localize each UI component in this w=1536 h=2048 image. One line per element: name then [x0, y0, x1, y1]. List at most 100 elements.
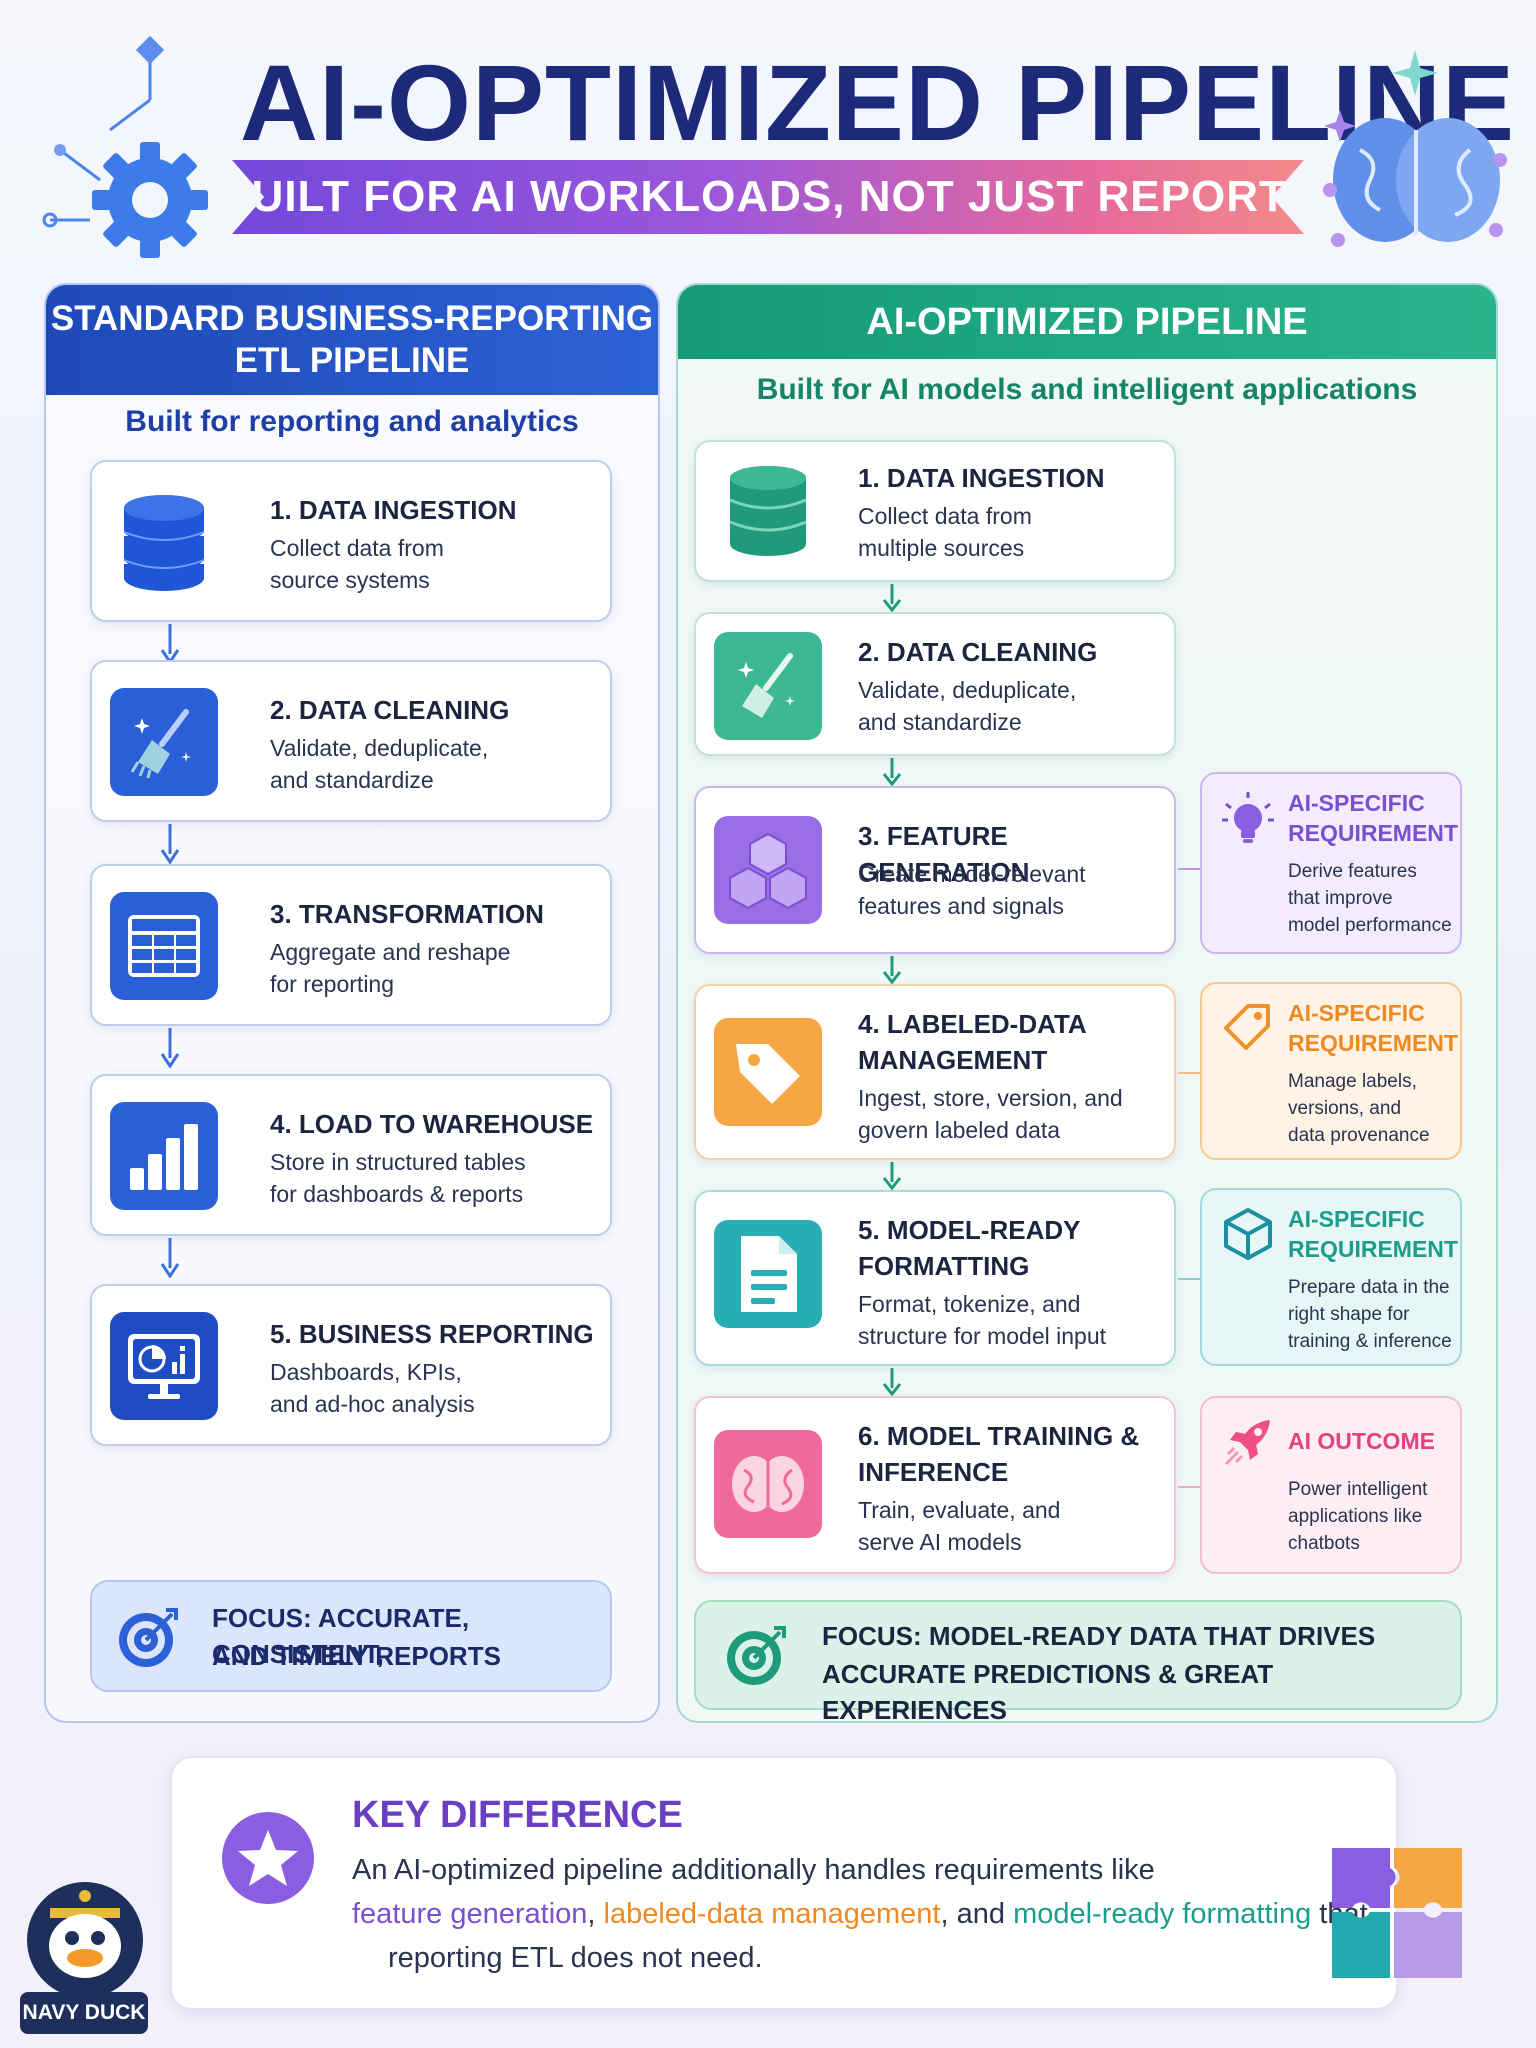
- gear-icon: [42, 35, 208, 258]
- left-arrow-1: [160, 624, 180, 664]
- side-desc-2c: data provenance: [1288, 1125, 1430, 1146]
- left-step-desc-1b: source systems: [270, 567, 430, 593]
- left-step-title-2: 2. DATA CLEANING: [270, 695, 510, 725]
- left-step-desc-2b: and standardize: [270, 767, 434, 793]
- right-step-title-6b: INFERENCE: [858, 1457, 1009, 1487]
- header-brain-decoration: [1320, 40, 1510, 250]
- right-step-title-4b: MANAGEMENT: [858, 1045, 1048, 1075]
- right-step-card-6: 6. MODEL TRAINING & INFERENCE Train, eva…: [694, 1396, 1176, 1574]
- right-focus-box: FOCUS: MODEL-READY DATA THAT DRIVES ACCU…: [694, 1600, 1462, 1725]
- right-arrow-1: [882, 584, 902, 612]
- brain-icon: [1323, 50, 1507, 247]
- connector-4: [1178, 1072, 1200, 1074]
- right-step-title-6a: 6. MODEL TRAINING &: [858, 1421, 1140, 1451]
- side-box-requirement-3: AI-SPECIFIC REQUIREMENT Prepare data in …: [1200, 1188, 1462, 1366]
- side-desc-1a: Derive features: [1288, 861, 1417, 882]
- right-step-card-4: 4. LABELED-DATA MANAGEMENT Ingest, store…: [694, 984, 1176, 1160]
- right-step-title-4a: 4. LABELED-DATA: [858, 1009, 1087, 1039]
- document-icon: [714, 1220, 822, 1328]
- standard-etl-header: STANDARD BUSINESS-REPORTING ETL PIPELINE: [46, 285, 658, 395]
- broom-icon: [110, 688, 218, 796]
- right-step-card-2: 2. DATA CLEANING Validate, deduplicate, …: [694, 612, 1176, 756]
- side-box-outcome: AI OUTCOME Power intelligent application…: [1200, 1396, 1462, 1574]
- page-title: AI-OPTIMIZED PIPELINE: [240, 42, 1516, 163]
- right-step-title-5b: FORMATTING: [858, 1251, 1030, 1281]
- side-box-requirement-1: AI-SPECIFIC REQUIREMENT Derive features …: [1200, 772, 1462, 954]
- left-step-desc-5b: and ad-hoc analysis: [270, 1391, 475, 1417]
- left-step-card-1: 1. DATA INGESTION Collect data from sour…: [90, 460, 612, 622]
- standard-etl-title-line2: ETL PIPELINE: [234, 341, 470, 380]
- side-title-1b: REQUIREMENT: [1288, 820, 1458, 846]
- side-title-3b: REQUIREMENT: [1288, 1236, 1458, 1262]
- tag-icon: [714, 1018, 822, 1126]
- standard-etl-title-line1: STANDARD BUSINESS-REPORTING: [50, 299, 654, 338]
- right-step-desc-6a: Train, evaluate, and: [858, 1497, 1061, 1523]
- key-difference-line3: reporting ETL does not need.: [388, 1942, 763, 1974]
- side-title-2a: AI-SPECIFIC: [1288, 1000, 1425, 1026]
- target-icon: [724, 1624, 788, 1688]
- left-step-desc-3a: Aggregate and reshape: [270, 939, 511, 965]
- side-title-1a: AI-SPECIFIC: [1288, 790, 1425, 816]
- broom-icon: [714, 632, 822, 740]
- connector-3: [1178, 868, 1200, 870]
- navy-duck-mascot: [20, 1860, 150, 2000]
- left-step-card-2: 2. DATA CLEANING Validate, deduplicate, …: [90, 660, 612, 822]
- highlight-feature-generation: feature generation: [352, 1898, 588, 1930]
- side-title-3a: AI-SPECIFIC: [1288, 1206, 1425, 1232]
- connector-6: [1178, 1486, 1200, 1488]
- left-step-desc-2a: Validate, deduplicate,: [270, 735, 489, 761]
- left-step-desc-4a: Store in structured tables: [270, 1149, 526, 1175]
- side-desc-3c: training & inference: [1288, 1331, 1452, 1352]
- side-title-4a: AI OUTCOME: [1288, 1428, 1435, 1454]
- right-step-card-5: 5. MODEL-READY FORMATTING Format, tokeni…: [694, 1190, 1176, 1366]
- right-focus-line1: FOCUS: MODEL-READY DATA THAT DRIVES: [822, 1621, 1376, 1651]
- right-step-desc-1a: Collect data from: [858, 503, 1032, 529]
- database-icon: [110, 488, 218, 596]
- right-step-title-3: 3. FEATURE GENERATION: [858, 821, 1030, 887]
- left-step-card-4: 4. LOAD TO WAREHOUSE Store in structured…: [90, 1074, 612, 1236]
- left-focus-line1: FOCUS: ACCURATE, CONSISTENT,: [212, 1603, 470, 1669]
- bar-chart-icon: [110, 1102, 218, 1210]
- left-step-title-1: 1. DATA INGESTION: [270, 495, 517, 525]
- lightbulb-icon: [1220, 790, 1276, 846]
- right-step-title-1: 1. DATA INGESTION: [858, 463, 1105, 493]
- mascot-label: NAVY DUCK: [20, 1992, 148, 2034]
- rocket-icon: [1220, 1414, 1276, 1470]
- right-step-desc-5b: structure for model input: [858, 1323, 1107, 1349]
- right-step-desc-4a: Ingest, store, version, and: [858, 1085, 1123, 1111]
- left-step-card-3: 3. TRANSFORMATION Aggregate and reshape …: [90, 864, 612, 1026]
- right-step-desc-3b: features and signals: [858, 893, 1064, 919]
- left-focus-line2: AND TIMELY REPORTS: [212, 1641, 501, 1671]
- right-step-card-3: 3. FEATURE GENERATION Create model-relev…: [694, 786, 1176, 954]
- page-subtitle: BUILT FOR AI WORKLOADS, NOT JUST REPORTS: [218, 172, 1318, 221]
- side-desc-2b: versions, and: [1288, 1098, 1402, 1119]
- right-arrow-5: [882, 1368, 902, 1396]
- left-step-desc-3b: for reporting: [270, 971, 395, 997]
- tag-icon: [1220, 1000, 1276, 1056]
- subtitle-ribbon: BUILT FOR AI WORKLOADS, NOT JUST REPORTS: [232, 160, 1304, 234]
- right-arrow-2: [882, 758, 902, 786]
- right-step-title-5a: 5. MODEL-READY: [858, 1215, 1081, 1245]
- left-arrow-2: [160, 824, 180, 864]
- side-desc-1c: model performance: [1288, 915, 1452, 936]
- left-step-title-4: 4. LOAD TO WAREHOUSE: [270, 1109, 594, 1139]
- right-focus-line2: ACCURATE PREDICTIONS & GREAT EXPERIENCES: [822, 1659, 1274, 1725]
- left-step-card-5: 5. BUSINESS REPORTING Dashboards, KPIs, …: [90, 1284, 612, 1446]
- separator-1: ,: [587, 1898, 604, 1930]
- ai-pipeline-subtitle: Built for AI models and intelligent appl…: [756, 373, 1418, 406]
- target-icon: [116, 1606, 180, 1670]
- ai-pipeline-title: AI-OPTIMIZED PIPELINE: [866, 300, 1308, 343]
- cubes-icon: [714, 816, 822, 924]
- right-step-desc-4b: govern labeled data: [858, 1117, 1061, 1143]
- separator-2: , and: [940, 1898, 1014, 1930]
- table-icon: [110, 892, 218, 1000]
- monitor-chart-icon: [110, 1312, 218, 1420]
- right-step-desc-2b: and standardize: [858, 709, 1022, 735]
- right-arrow-4: [882, 1162, 902, 1190]
- left-arrow-4: [160, 1238, 180, 1278]
- puzzle-icon: [1322, 1838, 1472, 1988]
- left-arrow-3: [160, 1028, 180, 1068]
- right-step-desc-6b: serve AI models: [858, 1529, 1022, 1555]
- side-desc-4b: applications like: [1288, 1506, 1423, 1527]
- star-icon: [220, 1810, 316, 1906]
